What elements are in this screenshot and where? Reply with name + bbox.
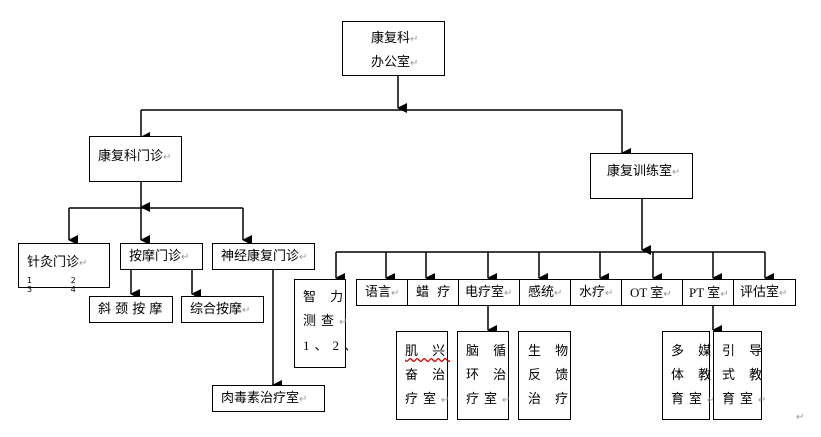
node-iq-test: 智 力 测查↵ 1、2、 — [294, 279, 357, 368]
paragraph-mark-icon: ↵ — [663, 289, 672, 300]
node-label: 蜡 疗 — [416, 285, 451, 300]
node-rehab-office: 康复科↵ 办公室↵ — [342, 21, 445, 76]
node-label: 多 媒 — [671, 344, 717, 359]
node-label: 按摩门诊 — [129, 249, 182, 264]
node-label: 疗室 — [466, 392, 503, 407]
node-label: 生 物 — [528, 344, 574, 359]
paragraph-mark-icon: ↵ — [242, 305, 251, 316]
node-label: 环 治 — [466, 368, 512, 383]
node-label: 水疗 — [579, 285, 606, 300]
node-wax-therapy: 蜡 疗 — [407, 279, 459, 306]
paragraph-mark-icon: ↵ — [299, 394, 308, 405]
paragraph-mark-icon: ↵ — [758, 395, 772, 406]
node-label: 康复训练室 — [607, 164, 673, 179]
node-label: 肉毒素治疗室 — [221, 391, 300, 406]
node-botox-room: 肉毒素治疗室↵ — [212, 385, 325, 412]
paragraph-mark-icon: ↵ — [504, 288, 513, 299]
node-label: 综合按摩 — [190, 302, 243, 317]
node-label: 感统 — [528, 285, 555, 300]
node-guided-education: 引 导 式 教 育室↵ — [713, 331, 766, 420]
node-label: 式 教 — [722, 368, 768, 383]
paragraph-mark-icon: ↵ — [605, 288, 614, 299]
node-label: 育室 — [722, 392, 759, 407]
node-label: 疗室 — [405, 392, 442, 407]
node-label: 引 导 — [722, 344, 768, 359]
paragraph-mark-icon: ↵ — [707, 395, 720, 406]
paragraph-mark-icon: ↵ — [441, 395, 455, 406]
paragraph-mark-icon: ↵ — [181, 252, 190, 263]
node-general-massage: 综合按摩↵ — [181, 296, 264, 323]
node-label: 办公室 — [371, 55, 411, 70]
node-label: 测查 — [303, 314, 340, 329]
node-electrotherapy: 电疗室↵ — [458, 279, 520, 306]
node-acupuncture: 针灸门诊↵ 1 2 3 4 — [18, 243, 110, 294]
node-label: 康复科 — [371, 31, 411, 46]
node-pt-room: PT 室↵ — [682, 279, 734, 306]
paragraph-mark-icon: ↵ — [554, 288, 563, 299]
node-rehab-outpatient: 康复科门诊↵ — [89, 136, 182, 182]
node-rehab-training: 康复训练室↵ — [590, 153, 693, 199]
paragraph-mark-icon: ↵ — [410, 34, 419, 45]
paragraph-mark-icon: ↵ — [410, 58, 419, 69]
node-label: 脑 循 — [466, 344, 512, 359]
node-label: 针灸门诊 — [27, 255, 80, 270]
paragraph-mark-icon: ↵ — [299, 252, 308, 263]
node-sublabel: 1 2 3 4 — [27, 276, 94, 294]
node-label: 斜 颈 按 摩 — [98, 302, 163, 317]
node-speech: 语言↵ — [356, 279, 408, 306]
node-multimedia-education: 多 媒 体 教 育室↵ — [662, 331, 715, 420]
node-hydrotherapy: 水疗↵ — [570, 279, 622, 306]
node-label: 评估室 — [740, 285, 780, 300]
node-label: 奋 治 — [405, 368, 451, 383]
paragraph-mark-icon: ↵ — [779, 288, 788, 299]
node-neuro-rehab: 神经康复门诊↵ — [212, 243, 315, 270]
node-label: 语言 — [365, 285, 392, 300]
paragraph-mark-icon: ↵ — [339, 317, 353, 328]
paragraph-mark-icon: ↵ — [391, 288, 400, 299]
node-label: 智 力 — [303, 290, 349, 305]
node-label: 肌 兴 — [405, 344, 451, 359]
node-torticollis-massage: 斜 颈 按 摩 — [89, 296, 173, 323]
node-label: 反 馈 — [528, 368, 574, 383]
node-muscle-stimulation: 肌 兴 奋 治 疗室↵ — [396, 331, 451, 420]
node-sensory-integration: 感统↵ — [519, 279, 571, 306]
node-label: 电疗室 — [465, 285, 505, 300]
node-ot-room: OT 室↵ — [621, 279, 683, 306]
node-label: 育室 — [671, 392, 708, 407]
node-label: 体 教 — [671, 368, 717, 383]
paragraph-mark-icon: ↵ — [672, 167, 681, 178]
node-label: OT 室 — [630, 285, 664, 300]
node-brain-circulation: 脑 循 环 治 疗室↵ — [457, 331, 512, 420]
node-label: 神经康复门诊 — [221, 249, 300, 264]
node-biofeedback: 生 物 反 馈 治 疗 — [518, 331, 571, 420]
paragraph-mark-icon: ↵ — [163, 152, 172, 163]
node-label: PT 室 — [689, 285, 721, 300]
paragraph-mark-icon: ↵ — [79, 258, 88, 269]
node-label: 1、2、 — [303, 338, 363, 353]
node-label: 治 疗 — [528, 392, 574, 407]
paragraph-mark-icon: ↵ — [796, 412, 805, 423]
node-label: 康复科门诊 — [98, 149, 164, 164]
paragraph-mark-icon: ↵ — [502, 395, 516, 406]
node-massage: 按摩门诊↵ — [120, 243, 203, 270]
node-assessment-room: 评估室↵ — [733, 279, 796, 306]
paragraph-mark-icon: ↵ — [720, 289, 729, 300]
